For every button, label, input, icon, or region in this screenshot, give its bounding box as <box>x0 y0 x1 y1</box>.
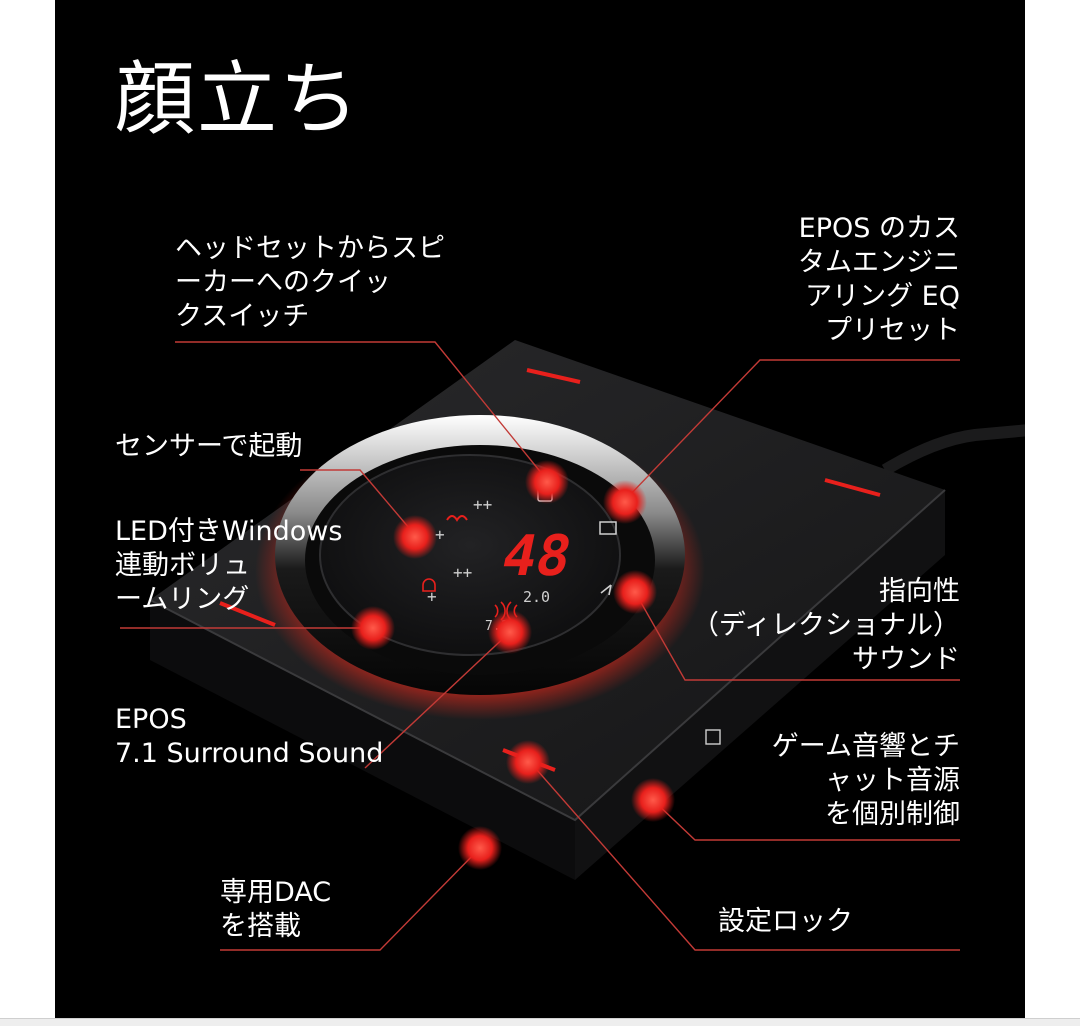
callout-lines <box>120 341 960 951</box>
plus-mark: + <box>427 587 437 606</box>
stereo-label: 2.0 <box>523 588 550 606</box>
sound-card-device: 48 ++ + ++ + 2.0 7.1 <box>120 340 1025 951</box>
microphone-icon <box>422 578 436 592</box>
plus-mark: ++ <box>453 563 472 582</box>
product-illustration: 顔立ち <box>55 0 1025 1025</box>
plus-mark: + <box>435 525 445 544</box>
callout-dots <box>351 460 675 870</box>
callout-settings-lock: 設定ロック <box>718 906 853 937</box>
edge-accent-right <box>824 478 881 497</box>
page-title: 顔立ち <box>115 53 361 146</box>
device-front-side <box>150 600 575 880</box>
sensor-icon <box>446 515 468 522</box>
callout-sensor-wake: センサーで起動 <box>115 431 303 462</box>
callout-game-chat-control: ゲーム音響とチ ャット音源 を個別制御 <box>771 731 960 830</box>
volume-readout: 48 <box>496 524 577 589</box>
eq-preset-icon <box>599 521 617 535</box>
edge-accent-top <box>526 368 581 384</box>
plus-mark: ++ <box>473 495 492 514</box>
display-face <box>319 454 621 656</box>
usb-cable <box>881 424 1025 476</box>
callout-eq-presets: EPOS のカス タムエンジニ アリング EQ プリセット <box>798 213 960 346</box>
callout-directional-sound: 指向性 （ディレクショナル） サウンド <box>691 576 960 675</box>
page-bottom-strip <box>0 1018 1080 1026</box>
callout-led-volume-ring: LED付きWindows 連動ボリュ ームリング <box>115 516 343 615</box>
device-right-side <box>575 490 945 880</box>
callout-dedicated-dac: 専用DAC を搭載 <box>220 877 332 942</box>
callout-headset-switch: ヘッドセットからスピ ーカーへのクイッ クスイッチ <box>175 233 445 332</box>
directional-sound-icon <box>600 584 612 596</box>
lock-icon <box>705 729 721 745</box>
edge-accent-left <box>219 601 276 627</box>
callout-surround-sound: EPOS 7.1 Surround Sound <box>115 704 384 769</box>
